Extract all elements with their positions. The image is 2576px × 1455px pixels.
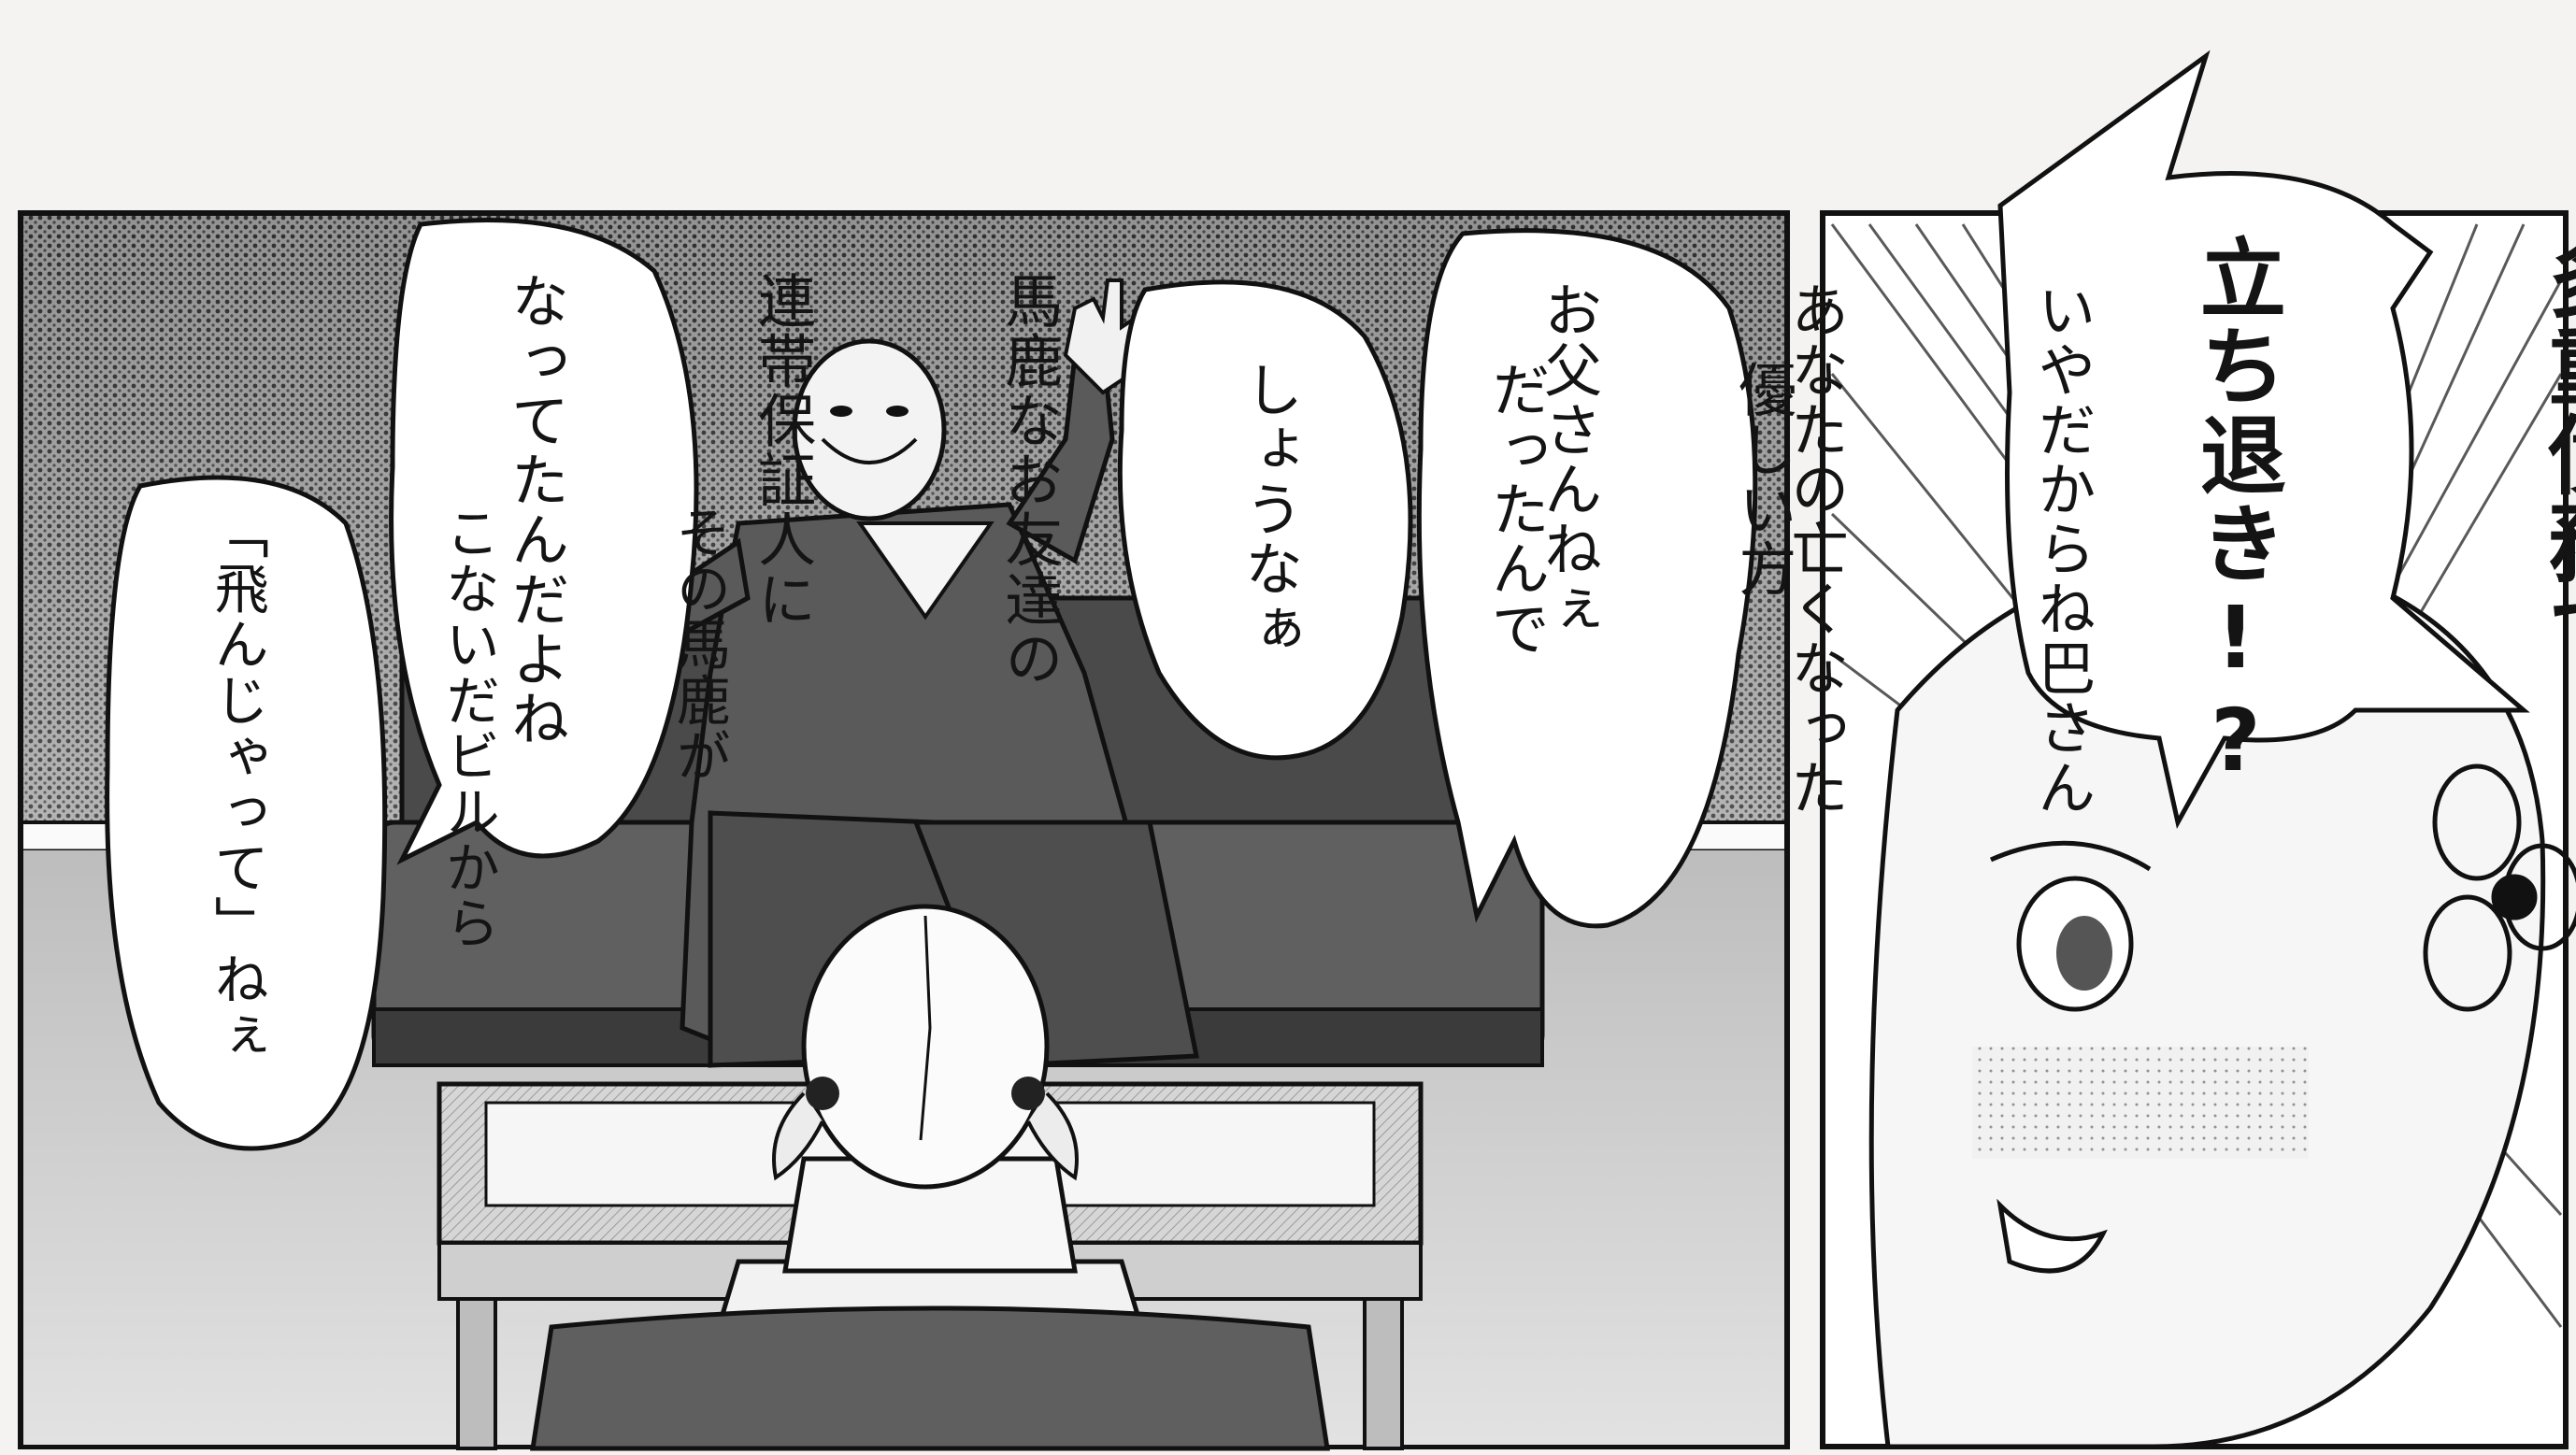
bubble-center-line: しょうなぁ [1235, 360, 1304, 659]
bubble-mid-left-line: なってたんだよね [501, 271, 570, 749]
chair-back [530, 1305, 1330, 1451]
bubble-center-line: だったんで [1481, 360, 1551, 659]
speech-bubble-right [1416, 228, 1758, 929]
bubble-right-line: あなたの亡くなった [1781, 280, 1850, 818]
bubble-far-left-text: その馬鹿が こないだビルから 「飛んじゃって」ねぇ [122, 505, 892, 1063]
bubble-right-line: お父さんねぇ [1534, 280, 1603, 639]
shout-bubble-text: 多重債務で 立ち退き!? [2061, 234, 2576, 793]
bubble-far-left-line: こないだビルから [436, 505, 500, 951]
bubble-center-text: 優しい方 だったんで しょうなぁ [1145, 360, 1968, 658]
bubble-mid-left-line: 馬鹿なお友達の [995, 271, 1064, 690]
bubble-right-text: いやだからね巴さん あなたの亡くなった お父さんねぇ [1444, 280, 2267, 818]
bubble-mid-left-line: 連帯保証人に [748, 271, 817, 630]
shout-bubble [1997, 50, 2530, 829]
speech-bubble-center [1117, 279, 1413, 761]
girl-face [1868, 551, 2546, 1449]
speech-bubble-far-left [105, 475, 388, 1151]
shout-line: 多重債務で [2533, 234, 2576, 677]
man-in-suit [613, 278, 1200, 1068]
shout-line: 立ち退き!? [2185, 234, 2286, 793]
bubble-far-left-line: 「飛んじゃって」ねぇ [205, 505, 269, 1063]
panel-right [1820, 50, 2576, 1449]
bubble-mid-left-text: 馬鹿なお友達の 連帯保証人に なってたんだよね [411, 271, 1234, 749]
speech-bubble-mid-left [389, 218, 699, 865]
bubble-far-left-line: その馬鹿が [666, 505, 731, 784]
bubble-center-line: 優しい方 [1728, 360, 1797, 599]
bubble-right-line: いやだからね巴さん [2027, 280, 2097, 818]
hair-ornament [2423, 763, 2576, 1012]
panel-left [18, 210, 1790, 1451]
